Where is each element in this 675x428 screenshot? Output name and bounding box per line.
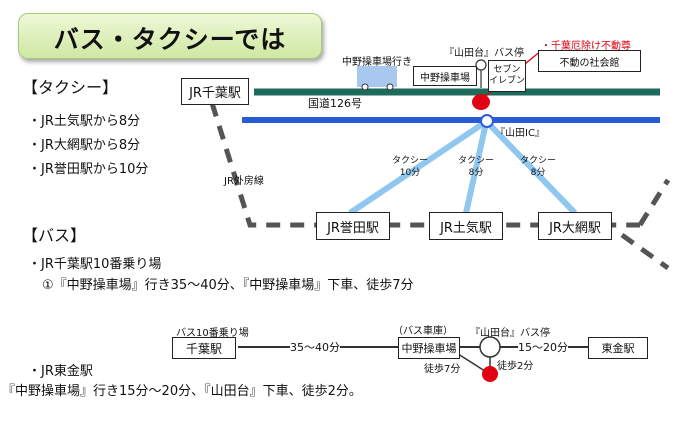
taxi-route-honda — [348, 120, 486, 216]
station-jr-toke: JR土気駅 — [429, 212, 503, 240]
route-togane-box: 東金駅 — [588, 337, 648, 359]
jr-sotobo-line — [209, 102, 640, 228]
seven-eleven-box: セブン イレブン — [488, 60, 526, 92]
route-time-chiba-depot: 35～40分 — [290, 339, 340, 355]
route-yamadadai-label: 『山田台』バス停 — [470, 328, 550, 339]
bus-icon — [357, 66, 397, 87]
destination-label: ・千葉厄除け不動尊 — [541, 41, 631, 52]
destination-marker — [472, 94, 490, 110]
taxi-item-honda: ・JR誉田駅から10分 — [28, 162, 149, 177]
station-jr-chiba: JR千葉駅 — [181, 78, 249, 105]
route-depot-note: （バス車庫） — [393, 326, 453, 337]
taxi-route-oami — [485, 120, 578, 216]
jr-togane-line — [620, 232, 670, 271]
route-chiba-box: 千葉駅 — [172, 337, 236, 359]
page-title: バス・タクシーでは — [53, 25, 287, 54]
taxi-time-oami: タクシー 8分 — [520, 156, 557, 178]
walk-path-depot — [454, 351, 489, 374]
taxi-route-toke — [463, 122, 489, 214]
kokudo-126-label: 国道126号 — [308, 97, 362, 110]
yamadadai-stop-label: 『山田台』バス停 — [444, 48, 524, 59]
taxi-item-oami: ・JR大網駅から8分 — [28, 138, 141, 153]
bus-togane-line: ・JR東金駅 — [28, 364, 93, 379]
taxi-time-toke: タクシー 8分 — [458, 156, 495, 178]
route-walk-2: 徒歩2分 — [497, 361, 534, 372]
route-stop-label: バス10番乗り場 — [176, 328, 249, 339]
jr-sotobo-label: JR外房線 — [224, 176, 264, 187]
bus-stop-sign — [475, 59, 487, 71]
bus-chiba-line: ・JR千葉駅10番乗り場 — [28, 257, 162, 272]
yamada-ic-label: 『山田IC』 — [495, 128, 545, 139]
yamada-ic-marker — [480, 114, 494, 128]
station-jr-oami: JR大網駅 — [538, 212, 612, 240]
nakano-depot-box: 中野操車場 — [413, 66, 477, 86]
taxi-heading: 【タクシー】 — [22, 78, 119, 97]
bus-wheel-rear — [386, 83, 394, 91]
route-depot-box: 中野操車場 — [398, 337, 460, 359]
bus-destination-label: 中野操車場行き — [342, 57, 412, 68]
route-destination-marker — [482, 366, 498, 382]
taxi-time-honda: タクシー 10分 — [392, 156, 429, 178]
destination-box: 不動の社会館 — [538, 50, 641, 72]
taxi-item-toke: ・JR土気駅から8分 — [28, 114, 141, 129]
jr-sotobo-line-east — [637, 178, 671, 227]
title-banner: バス・タクシーでは — [18, 13, 322, 59]
route-walk-7: 徒歩7分 — [424, 364, 461, 375]
route-time-yamadadai-togane: 15～20分 — [518, 339, 568, 355]
route-yamadadai-node — [479, 336, 501, 358]
bus-chiba-detail: ①『中野操車場』行き35～40分、『中野操車場』下車、徒歩7分 — [42, 278, 414, 293]
bus-togane-detail: 『中野操車場』行き15分～20分、『山田台』下車、徒歩2分。 — [2, 384, 362, 399]
bus-heading: 【バス】 — [22, 226, 87, 245]
bus-wheel-front — [361, 83, 369, 91]
station-jr-honda: JR誉田駅 — [316, 212, 390, 240]
